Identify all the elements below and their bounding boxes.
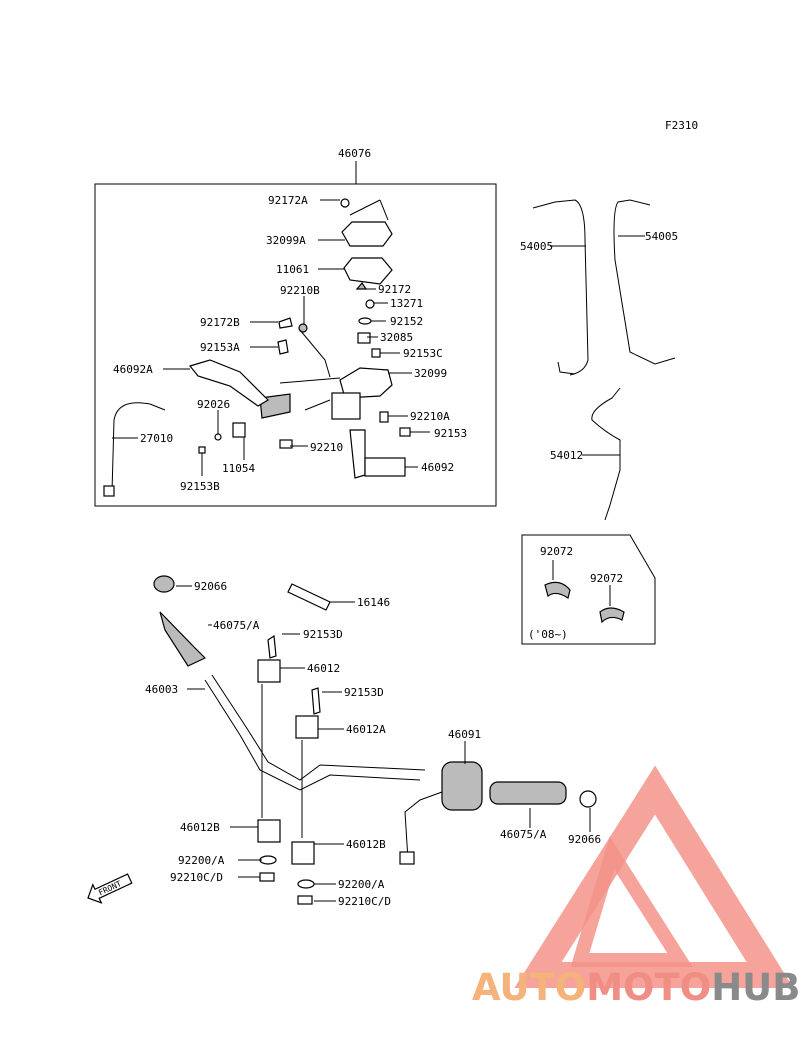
label-92072-a: 92072 [540,545,573,558]
label-92026: 92026 [197,398,230,411]
label-32085: 32085 [380,331,413,344]
label-92210CD-a: 92210C/D [170,871,223,884]
watermark-auto: AUTO [472,966,586,1009]
label-46092A: 46092A [113,363,153,376]
label-92153D-b: 92153D [344,686,384,699]
label-46092: 46092 [421,461,454,474]
label-92172: 92172 [378,283,411,296]
label-92066-b: 92066 [568,833,601,846]
detail-note: ('08~) [528,628,568,641]
label-46003: 46003 [145,683,178,696]
label-32099: 32099 [414,367,447,380]
handlebar-drawing [153,575,597,905]
label-46012B-a: 46012B [180,821,220,834]
watermark-logo: AUTOMOTOHUB [472,765,800,1009]
label-92172A: 92172A [268,194,308,207]
front-arrow-icon: FRONT [87,873,133,904]
label-92153C: 92153C [403,347,443,360]
label-92210B: 92210B [280,284,320,297]
leader-lines-top [112,199,430,476]
label-92200A-a: 92200/A [178,854,225,867]
label-92152: 92152 [390,315,423,328]
label-92200A-b: 92200/A [338,878,385,891]
label-46012A: 46012A [346,723,386,736]
label-92210CD-b: 92210C/D [338,895,391,908]
leader-lines-bottom [176,585,591,902]
label-27010: 27010 [140,432,173,445]
label-92210A: 92210A [410,410,450,423]
watermark-moto: MOTO [586,966,711,1009]
detail-box-92072 [521,534,656,645]
watermark-text: AUTOMOTOHUB [472,966,800,1009]
label-54005-right: 54005 [645,230,678,243]
label-46091: 46091 [448,728,481,741]
label-11054: 11054 [222,462,255,475]
label-16146: 16146 [357,596,390,609]
assembly-number: 46076 [338,147,371,160]
master-cylinder-assembly-box [94,183,497,507]
label-92172B: 92172B [200,316,240,329]
label-92153B: 92153B [180,480,220,493]
watermark-hub: HUB [711,966,800,1009]
label-92210: 92210 [310,441,343,454]
label-54005-left: 54005 [520,240,553,253]
label-54012: 54012 [550,449,583,462]
label-92066-a: 92066 [194,580,227,593]
label-13271: 13271 [390,297,423,310]
label-46075A-b: 46075/A [500,828,547,841]
label-46012: 46012 [307,662,340,675]
label-92072-b: 92072 [590,572,623,585]
label-92153A: 92153A [200,341,240,354]
figure-code: F2310 [665,119,698,132]
label-46012B-b: 46012B [346,838,386,851]
label-11061: 11061 [276,263,309,276]
label-46075A-a: 46075/A [213,619,260,632]
label-92153: 92153 [434,427,467,440]
cables-drawing [532,199,676,521]
label-92153D-a: 92153D [303,628,343,641]
label-32099A: 32099A [266,234,306,247]
